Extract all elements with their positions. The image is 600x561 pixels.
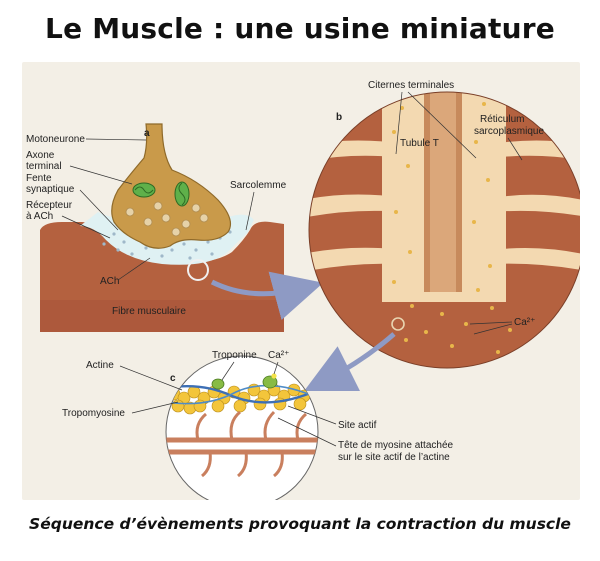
leader-site-actif <box>287 405 337 425</box>
zoom-loop-b <box>391 317 405 331</box>
tropomyosin-strand <box>166 385 318 404</box>
panel-label-b: b <box>336 112 342 123</box>
leader-ca-b-1 <box>469 321 513 325</box>
label-citernes: Citernes terminales <box>368 80 454 91</box>
synaptic-vesicles <box>125 201 209 237</box>
label-tubule: Tubule T <box>400 138 439 149</box>
panel-label-a: a <box>144 128 150 139</box>
leader-axone <box>69 165 133 185</box>
motor-neuron <box>111 123 231 249</box>
label-actine: Actine <box>86 360 114 371</box>
panel-a: a Motoneurone Axone terminal Fente synap… <box>26 123 287 332</box>
label-tropomyosine: Tropomyosine <box>62 408 125 419</box>
label-tete-2: sur le site actif de l’actine <box>338 452 450 463</box>
label-recepteur-2: à ACh <box>26 211 53 222</box>
leader-citernes-1 <box>395 91 403 155</box>
label-fibre: Fibre musculaire <box>112 306 186 317</box>
label-fente-2: synaptique <box>26 184 75 195</box>
figure-caption: Séquence d’évènements provoquant la cont… <box>29 515 571 533</box>
leader-tropomyosine <box>131 401 179 414</box>
label-tete-1: Tête de myosine attachée <box>338 440 454 451</box>
label-ca-c: Ca²⁺ <box>268 350 289 361</box>
label-ach: ACh <box>100 276 119 287</box>
myosin-filament <box>166 410 318 478</box>
leader-ca-c <box>273 361 279 375</box>
panel-c: c Actine Troponine Ca²⁺ Tropomyosine Sit… <box>62 350 454 509</box>
leader-recepteur <box>61 215 111 239</box>
label-reticulum-2: sarcoplasmique <box>474 126 544 137</box>
label-fente-1: Fente <box>26 173 52 184</box>
muscle-diagram: a Motoneurone Axone terminal Fente synap… <box>26 80 586 509</box>
leader-ca-b-2 <box>473 323 513 335</box>
diagram-figure: a Motoneurone Axone terminal Fente synap… <box>22 62 586 509</box>
calcium-ions <box>392 102 512 354</box>
label-reticulum-1: Réticulum <box>480 114 524 125</box>
leader-tete <box>277 417 337 447</box>
troponin <box>211 373 278 390</box>
page-title: Le Muscle : une usine miniature <box>45 12 555 45</box>
label-sarcolemme: Sarcolemme <box>230 180 287 191</box>
label-ca-b: Ca²⁺ <box>514 317 535 328</box>
label-axone-1: Axone <box>26 150 55 161</box>
leader-actine <box>119 365 183 391</box>
label-recepteur-1: Récepteur <box>26 200 73 211</box>
arrow-a-to-b <box>210 271 324 320</box>
leader-ach <box>117 257 151 281</box>
leader-citernes-2 <box>407 91 477 159</box>
label-motoneurone: Motoneurone <box>26 134 85 145</box>
label-troponine: Troponine <box>212 350 257 361</box>
mitochondria <box>132 181 190 207</box>
zoom-loop-a <box>187 259 209 281</box>
panel-b: b Citernes terminales Réticulum sarcopla… <box>308 80 586 369</box>
label-site-actif: Site actif <box>338 420 377 431</box>
leader-sarcolemme <box>245 191 255 231</box>
leader-fente <box>79 189 119 231</box>
leader-motoneurone <box>85 138 147 141</box>
leader-reticulum <box>507 137 523 161</box>
label-axone-2: terminal <box>26 161 62 172</box>
panel-label-c: c <box>170 373 176 384</box>
leader-troponine <box>221 361 235 381</box>
arrow-b-to-c <box>304 332 396 391</box>
